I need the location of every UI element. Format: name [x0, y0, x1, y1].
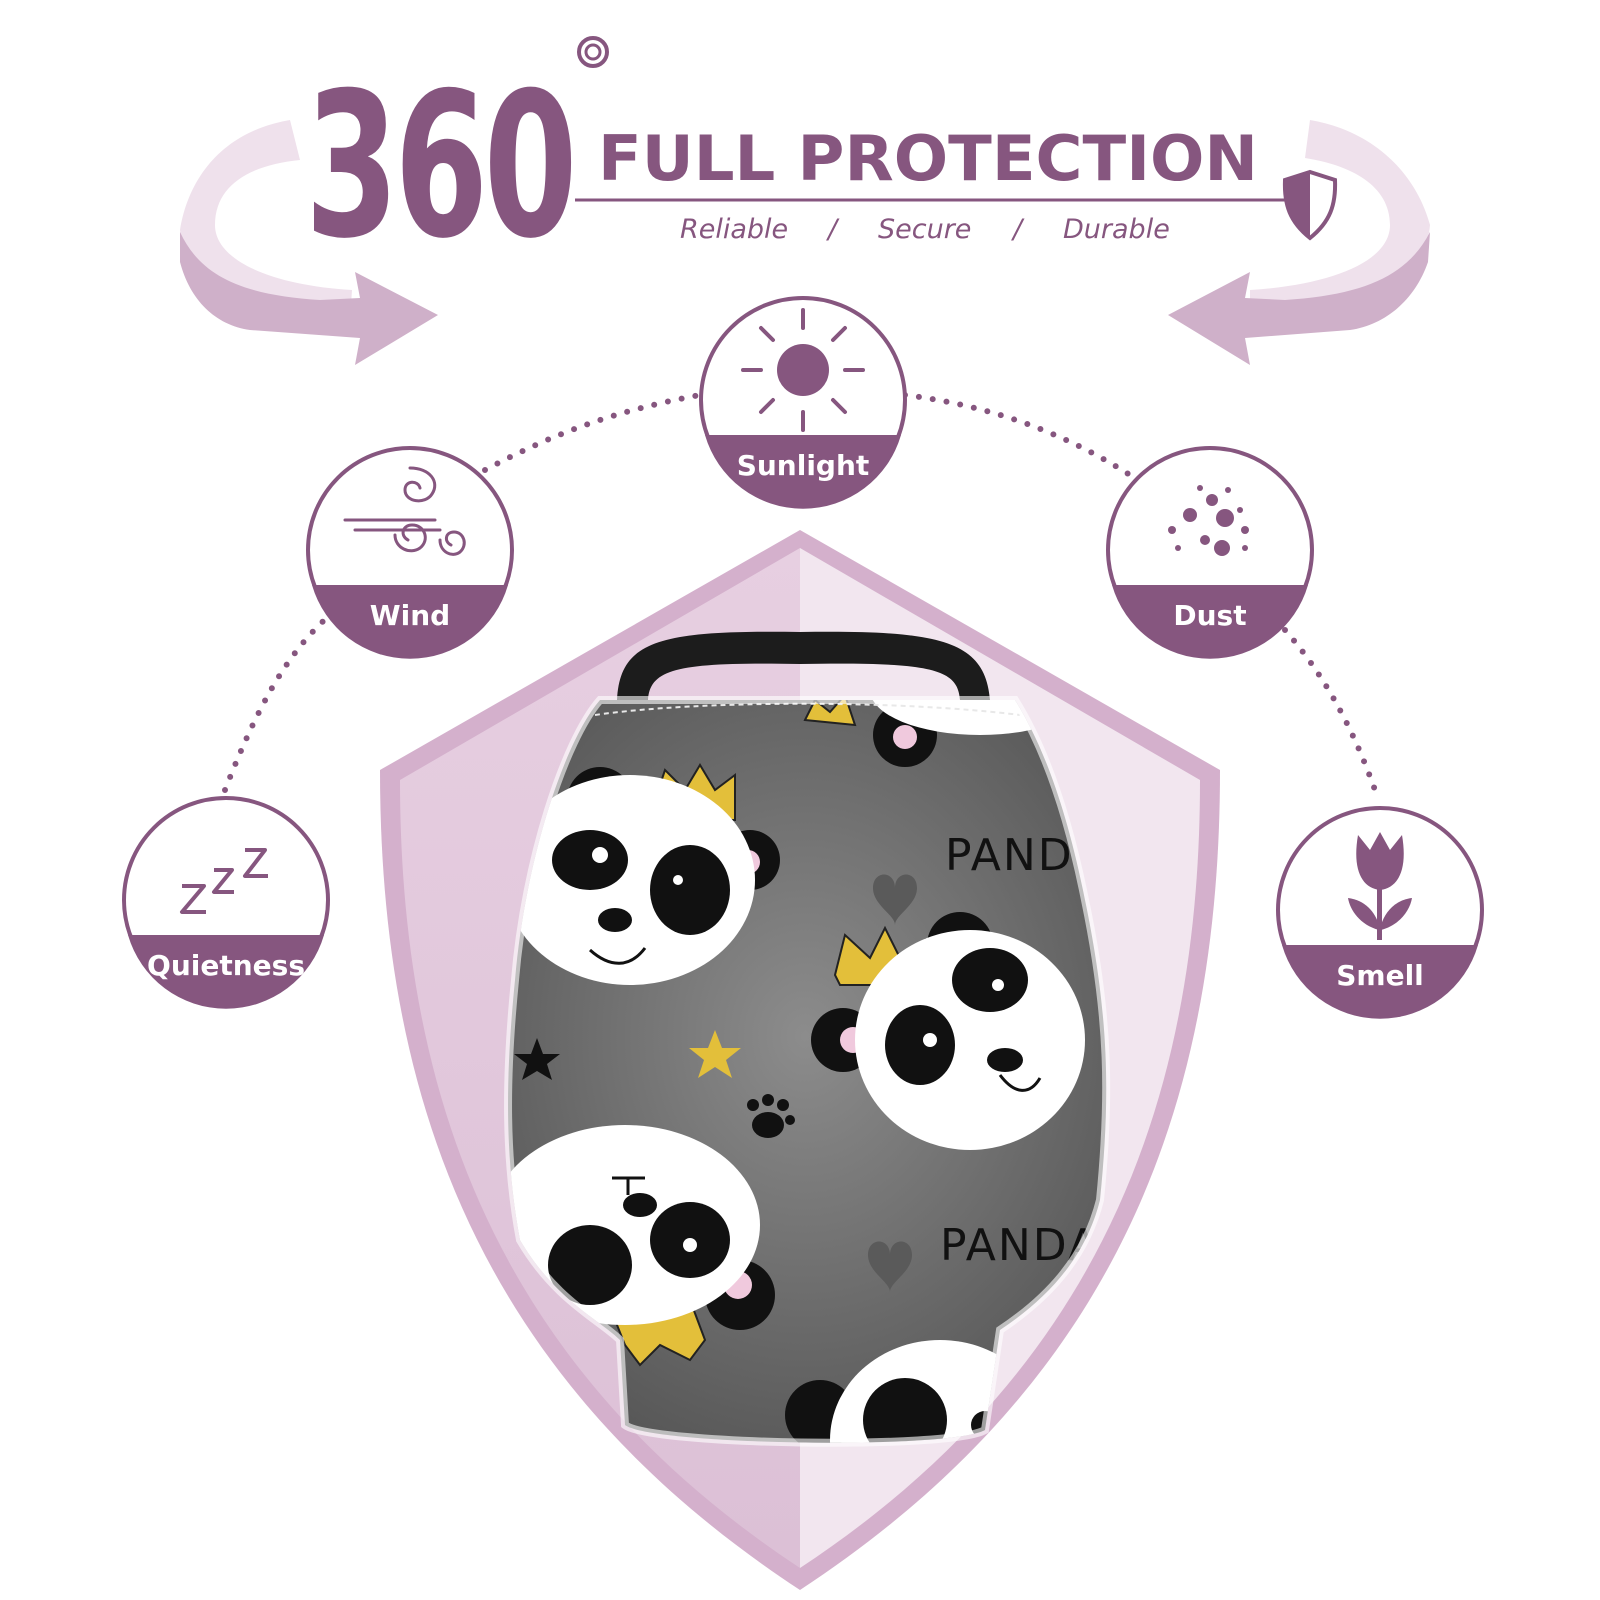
car-seat-cover: PAND PANDA — [504, 631, 1111, 1447]
fabric-outline — [504, 696, 1111, 1447]
right-arrow-head — [1168, 232, 1430, 365]
badge-smell: Smell — [1276, 806, 1484, 1019]
carrier-handle — [617, 631, 990, 700]
zzz-sleep-icon — [180, 848, 268, 914]
badge-label-quietness: Quietness — [147, 949, 305, 982]
panda-face-3 — [508, 1125, 775, 1367]
badge-quietness: Quietness — [122, 796, 330, 1009]
shield-icon — [1282, 169, 1338, 241]
left-arrow-head — [180, 232, 438, 365]
headline: 360 FULL PROTECTION Reliable / Secure / … — [303, 36, 1338, 286]
badge-label-smell: Smell — [1336, 959, 1424, 992]
heart-2 — [868, 1241, 912, 1292]
tulip-flower-icon — [1348, 832, 1412, 940]
wind-swirl-icon — [343, 466, 466, 556]
degree-ring — [577, 36, 609, 68]
degree-ring-inner — [584, 43, 602, 61]
badge-label-dust: Dust — [1173, 599, 1246, 632]
rotation-arrows — [180, 120, 1430, 365]
panda-face-1 — [508, 763, 780, 985]
tagline-sep-1: / — [826, 214, 840, 245]
tagline-sep-2: / — [1011, 214, 1025, 245]
headline-title: FULL PROTECTION — [598, 122, 1258, 195]
dust-particles-icon — [1168, 485, 1249, 556]
badge-sunlight: Sunlight — [699, 296, 907, 509]
left-arrow-band — [180, 120, 352, 320]
sun-icon — [741, 308, 865, 432]
star-black — [514, 1038, 560, 1080]
paw-print — [747, 1094, 795, 1138]
badge-dust: Dust — [1106, 446, 1314, 659]
fabric-print-text-1: PAND — [945, 830, 1074, 881]
panda-face-2 — [811, 912, 1085, 1150]
badge-label-wind: Wind — [370, 599, 450, 632]
tagline-reliable: Reliable — [680, 214, 788, 245]
tagline-secure: Secure — [878, 214, 971, 245]
headline-number: 360 — [305, 50, 573, 283]
badge-label-sunlight: Sunlight — [737, 449, 870, 482]
badge-wind: Wind — [306, 446, 514, 659]
star-yellow — [689, 1030, 741, 1078]
right-arrow-band — [1250, 120, 1430, 320]
tagline-durable: Durable — [1063, 214, 1170, 245]
heart-1 — [873, 874, 917, 925]
